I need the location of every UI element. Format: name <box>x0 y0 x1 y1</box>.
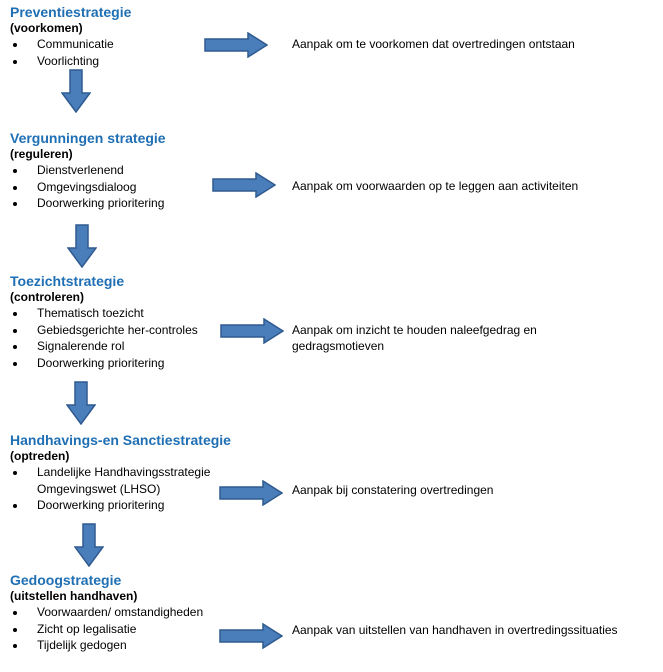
section-handhaving: Handhavings-en Sanctiestrategie (optrede… <box>10 432 231 514</box>
section-title: Handhavings-en Sanctiestrategie <box>10 432 231 448</box>
section-subtitle: (uitstellen handhaven) <box>10 589 138 603</box>
section-gedoog: Gedoogstrategie (uitstellen handhaven) V… <box>10 572 203 654</box>
description-line: gedragsmotieven <box>292 339 385 353</box>
arrow-down-icon <box>61 69 91 113</box>
arrow-down-icon <box>66 381 96 425</box>
section-title: Toezichtstrategie <box>10 273 125 289</box>
section-subtitle: (voorkomen) <box>10 21 83 35</box>
bullet-list: Thematisch toezicht Gebiedsgerichte her-… <box>10 305 198 371</box>
section-description: Aanpak van uitstellen van handhaven in o… <box>292 623 618 637</box>
list-item: Doorwerking prioritering <box>10 355 198 372</box>
list-item: Doorwerking prioritering <box>10 195 166 212</box>
arrow-down-icon <box>74 523 104 567</box>
bullet-list: Dienstverlenend Omgevingsdialoog Doorwer… <box>10 162 166 212</box>
list-item: Voorwaarden/ omstandigheden <box>10 604 203 621</box>
list-item: Dienstverlenend <box>10 162 166 179</box>
list-item-continuation: Omgevingswet (LHSO) <box>37 481 161 496</box>
bullet-list: Landelijke Handhavingsstrategie Omgeving… <box>10 464 231 514</box>
list-item: Communicatie <box>10 36 131 53</box>
list-item: Gebiedsgerichte her-controles <box>10 322 198 339</box>
arrow-right-icon <box>219 623 283 649</box>
section-title: Preventiestrategie <box>10 4 132 20</box>
section-toezicht: Toezichtstrategie (controleren) Thematis… <box>10 273 198 371</box>
arrow-right-icon <box>204 32 268 58</box>
bullet-list: Voorwaarden/ omstandigheden Zicht op leg… <box>10 604 203 654</box>
description-line: Aanpak om inzicht te houden naleefgedrag… <box>292 323 537 337</box>
list-item: Voorlichting <box>10 53 131 70</box>
section-subtitle: (optreden) <box>10 449 70 463</box>
section-subtitle: (reguleren) <box>10 147 73 161</box>
list-item: Tijdelijk gedogen <box>10 637 203 654</box>
arrow-right-icon <box>220 318 284 344</box>
list-item: Doorwerking prioritering <box>10 497 231 514</box>
list-item: Zicht op legalisatie <box>10 621 203 638</box>
section-title: Gedoogstrategie <box>10 572 122 588</box>
section-subtitle: (controleren) <box>10 290 85 304</box>
section-description: Aanpak om te voorkomen dat overtredingen… <box>292 37 575 51</box>
list-item: Omgevingsdialoog <box>10 179 166 196</box>
bullet-list: Communicatie Voorlichting <box>10 36 131 69</box>
section-description: Aanpak bij constatering overtredingen <box>292 483 494 497</box>
arrow-right-icon <box>212 172 276 198</box>
list-item: Thematisch toezicht <box>10 305 198 322</box>
section-title: Vergunningen strategie <box>10 130 166 146</box>
list-item: Signalerende rol <box>10 338 198 355</box>
section-preventie: Preventiestrategie (voorkomen) Communica… <box>10 4 131 69</box>
list-item: Landelijke Handhavingsstrategie <box>10 464 231 481</box>
arrow-down-icon <box>67 224 97 268</box>
section-description: Aanpak om inzicht te houden naleefgedrag… <box>292 322 537 354</box>
section-description: Aanpak om voorwaarden op te leggen aan a… <box>292 179 579 193</box>
arrow-right-icon <box>219 480 283 506</box>
section-vergunningen: Vergunningen strategie (reguleren) Diens… <box>10 130 166 212</box>
